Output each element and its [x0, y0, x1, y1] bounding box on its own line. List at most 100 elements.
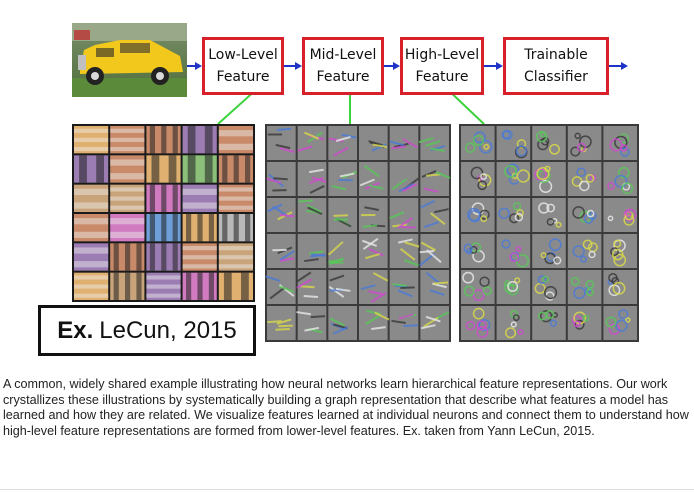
feature-cell — [603, 306, 637, 340]
feature-cell — [266, 162, 296, 196]
stage-label-line1: Low-Level — [208, 47, 278, 63]
feature-cell — [328, 270, 357, 304]
feature-cell — [496, 162, 531, 196]
feature-cell — [603, 198, 637, 232]
feature-cell — [146, 155, 181, 183]
feature-cell — [567, 198, 602, 232]
feature-cell — [74, 243, 109, 271]
feature-cell — [603, 270, 637, 304]
feature-cell — [420, 306, 450, 340]
feature-cell — [359, 234, 388, 268]
feature-cell — [74, 184, 109, 212]
feature-cell — [74, 126, 109, 154]
feature-cell — [532, 162, 566, 196]
feature-cell — [110, 155, 145, 183]
feature-cell — [532, 306, 566, 340]
feature-cell — [328, 126, 357, 160]
feature-cell — [297, 162, 327, 196]
feature-cell — [297, 126, 327, 160]
feature-cell — [110, 272, 145, 300]
feature-cell — [418, 126, 449, 160]
input-car-image — [72, 23, 187, 97]
feature-cell — [603, 234, 637, 268]
feature-cell — [389, 198, 419, 232]
feature-cell — [74, 155, 109, 183]
feature-cell — [359, 306, 390, 340]
feature-cell — [461, 126, 495, 160]
feature-cell — [389, 270, 419, 304]
stage-label-line2: Feature — [415, 69, 469, 85]
feature-cell — [327, 234, 357, 268]
stage-label-line2: Feature — [316, 69, 370, 85]
feature-cell — [265, 270, 296, 304]
feature-cell — [182, 243, 217, 271]
figure-caption: A common, widely shared example illustra… — [3, 377, 689, 438]
feature-cell — [218, 184, 253, 212]
feature-cell — [110, 184, 145, 212]
feature-cell — [146, 184, 181, 212]
feature-cell — [420, 162, 451, 196]
feature-cell — [389, 126, 419, 160]
citation-text: LeCun, 2015 — [99, 316, 237, 344]
feature-cell — [146, 272, 181, 300]
feature-cell — [218, 214, 253, 242]
feature-cell — [496, 270, 531, 304]
feature-cell — [567, 162, 602, 196]
feature-cell — [182, 214, 217, 242]
feature-cell — [496, 126, 531, 160]
feature-cell — [296, 306, 327, 340]
feature-cell — [146, 126, 181, 154]
feature-cell — [461, 162, 495, 196]
feature-cell — [328, 162, 357, 196]
feature-cell — [74, 214, 109, 242]
feature-cell — [267, 198, 296, 232]
stage-label-line1: Mid-Level — [309, 47, 377, 63]
feature-cell — [603, 162, 637, 196]
feature-cell — [359, 126, 388, 160]
feature-cell — [389, 306, 419, 340]
feature-cell — [532, 234, 566, 268]
feature-cell — [461, 234, 495, 268]
feature-cell — [218, 272, 253, 300]
feature-cell — [297, 198, 327, 232]
mid-level-feature-grid — [265, 124, 451, 342]
high-level-feature-grid — [459, 124, 639, 342]
feature-cell — [359, 198, 388, 232]
feature-cell — [567, 270, 602, 304]
feature-cell — [567, 234, 602, 268]
feature-cell — [603, 126, 637, 160]
feature-cell — [267, 234, 296, 268]
feature-cell — [295, 270, 327, 304]
feature-cell — [532, 270, 566, 304]
feature-cell — [267, 306, 296, 340]
feature-cell — [267, 126, 296, 160]
feature-cell — [420, 270, 449, 304]
feature-cell — [74, 272, 109, 300]
feature-cell — [419, 198, 449, 232]
feature-cell — [389, 234, 420, 268]
feature-cell — [218, 243, 253, 271]
feature-cell — [218, 155, 253, 183]
feature-cell — [328, 306, 357, 340]
feature-cell — [182, 126, 217, 154]
feature-cell — [567, 126, 602, 160]
stage-label-line2: Feature — [216, 69, 270, 85]
feature-cell — [182, 184, 217, 212]
feature-cell — [567, 306, 602, 340]
feature-cell — [359, 162, 388, 196]
stage-label-line2: Classifier — [524, 69, 588, 85]
flow-arrow — [384, 62, 400, 70]
flow-arrow — [187, 62, 202, 70]
feature-cell — [146, 214, 181, 242]
feature-cell — [110, 214, 145, 242]
feature-cell — [461, 306, 495, 340]
feature-cell — [461, 270, 495, 304]
flow-arrow — [609, 62, 628, 70]
feature-cell — [532, 198, 566, 232]
stage-label-line1: High-Level — [404, 47, 480, 63]
feature-cell — [496, 234, 531, 268]
hierarchical-features-figure — [72, 23, 639, 342]
